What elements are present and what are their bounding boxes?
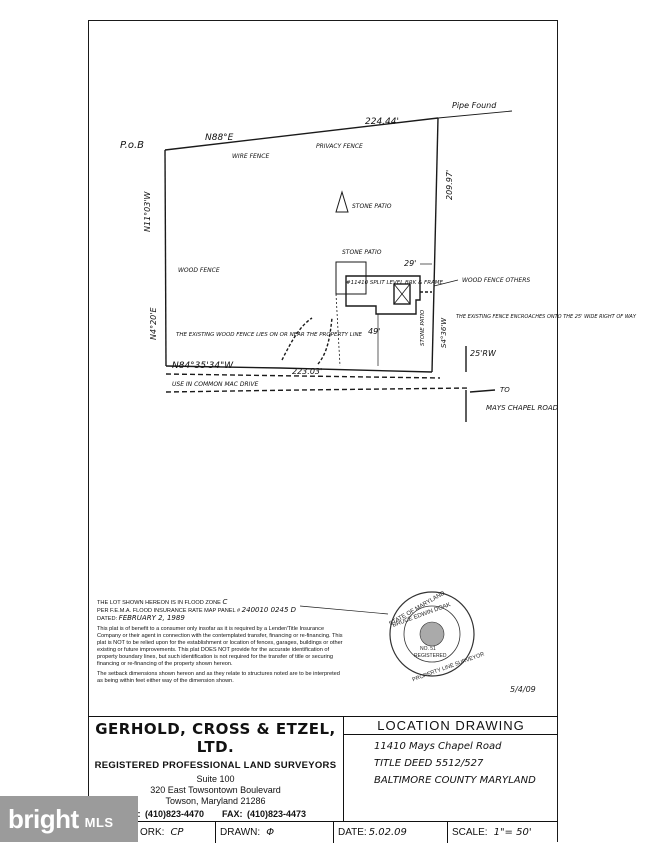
- fence-curve-left: [281, 317, 313, 361]
- to-label: TO: [500, 386, 510, 394]
- seal-leader: [299, 605, 389, 615]
- east-distance: 209.97': [445, 170, 454, 200]
- south-distance: 223.03': [292, 367, 322, 376]
- notes-block: THE LOT SHOWN HEREON IS IN FLOOD ZONE C …: [97, 599, 345, 688]
- setback-note-b: feet either way of the dimension shown.: [135, 678, 234, 684]
- stone-patio-top: STONE PATIO: [352, 203, 392, 210]
- firm-block: GERHOLD, CROSS & ETZEL, LTD. REGISTERED …: [88, 716, 344, 821]
- flood-line1: THE LOT SHOWN HEREON IS IN FLOOD ZONE: [97, 600, 221, 606]
- surveyor-seal: STATE OF MARYLAND BRUCE EDWIN DOAK NO. 5…: [388, 590, 535, 694]
- privacy-fence: PRIVACY FENCE: [316, 143, 363, 150]
- firm-suite: Suite 100: [196, 774, 235, 784]
- road-label: USE IN COMMON MAC DRIVE: [172, 381, 258, 388]
- house-outline: [345, 275, 421, 315]
- disclaimer-paragraph: This plat is of benefit to a consumer on…: [97, 626, 343, 667]
- east-bearing: S4°36'W: [440, 317, 448, 348]
- existing-fence-left: THE EXISTING WOOD FENCE LIES ON OR NEAR …: [176, 332, 363, 338]
- road-edge-north: [165, 373, 441, 379]
- seal-date: 5/4/09: [510, 685, 536, 694]
- work-label: ORK:: [140, 827, 165, 838]
- brand-word: bright: [8, 803, 79, 834]
- title-block: GERHOLD, CROSS & ETZEL, LTD. REGISTERED …: [88, 716, 558, 843]
- scale-cell: SCALE: 1"= 50': [448, 822, 558, 843]
- leader-woodfence: [433, 279, 459, 287]
- work-cell: ORK: CP: [88, 822, 216, 843]
- scale-label: SCALE:: [452, 827, 488, 838]
- existing-fence-right: THE EXISTING FENCE ENCROACHES ONTO THE 2…: [456, 314, 637, 320]
- pipe-found: Pipe Found: [452, 101, 497, 110]
- north-boundary-ext: [437, 110, 513, 119]
- mays-chapel-label: MAYS CHAPEL ROAD: [486, 404, 559, 412]
- west-bearing-lower: N4°20'E: [149, 307, 158, 340]
- fence-curve-right: [317, 317, 333, 365]
- south-bearing: N84°35'34"W: [172, 361, 234, 371]
- south-boundary: [165, 365, 433, 373]
- brightmls-watermark: bright MLS: [0, 796, 138, 842]
- firm-phone: PH: (410)823-4470: [124, 809, 204, 819]
- stone-patio-rect: [335, 261, 367, 295]
- work-value: CP: [170, 827, 184, 838]
- row-width: 25'RW: [470, 349, 497, 358]
- flood-line2: PER F.E.M.A. FLOOD INSURANCE RATE MAP PA…: [97, 608, 241, 614]
- stone-patio-symbol: [335, 190, 349, 213]
- wood-fence-right: WOOD FENCE OTHERS: [462, 277, 530, 284]
- firm-street: 320 East Towsontown Boulevard: [150, 785, 281, 795]
- north-bearing: N88°E: [205, 133, 234, 143]
- title-block-footer: ORK: CP DRAWN: Φ DATE:5.02.09 SCALE: 1"= 50…: [88, 821, 558, 843]
- setback-note-a: The setback dimensions shown hereon and …: [97, 671, 340, 684]
- house-garage: [393, 283, 411, 305]
- location-block: LOCATION DRAWING 11410 Mays Chapel Road …: [344, 716, 558, 821]
- date-cell: DATE:5.02.09: [334, 822, 448, 843]
- drawing-title: LOCATION DRAWING: [344, 717, 558, 735]
- brand-mls: MLS: [84, 814, 114, 830]
- firm-phones: PH: (410)823-4470 FAX: (410)823-4473: [88, 809, 343, 819]
- firm-address: Suite 100 320 East Towsontown Boulevard …: [88, 774, 343, 807]
- garage-x2: [393, 283, 411, 305]
- road-arrow: [469, 389, 496, 393]
- firm-name: GERHOLD, CROSS & ETZEL, LTD.: [95, 720, 336, 756]
- dim-49: 49': [368, 327, 380, 336]
- north-boundary: [164, 117, 439, 151]
- drawing-sheet: [88, 20, 558, 842]
- road-edge-south: [165, 387, 471, 393]
- firm-subtitle: REGISTERED PROFESSIONAL LAND SURVEYORS: [94, 760, 337, 771]
- flood-dated: FEBRUARY 2, 1989: [118, 614, 185, 622]
- wood-fence-left: WOOD FENCE: [178, 267, 220, 274]
- drawn-value: Φ: [266, 827, 275, 838]
- stone-patio-side: STONE PATIO: [420, 309, 426, 346]
- walk-line: [335, 293, 341, 367]
- seal-number: NO. 51: [420, 646, 436, 652]
- west-boundary: [164, 149, 167, 367]
- north-distance: 224.44': [365, 117, 399, 127]
- dim-29: 29': [404, 259, 416, 268]
- location-address: 11410 Mays Chapel Road: [374, 741, 502, 752]
- stone-patio-mid: STONE PATIO: [342, 249, 382, 256]
- east-boundary: [431, 117, 439, 373]
- location-deed: TITLE DEED 5512/527: [374, 758, 484, 769]
- scale-value: 1"= 50': [493, 827, 532, 838]
- dated-label: DATED:: [97, 616, 118, 622]
- wire-fence: WIRE FENCE: [232, 153, 269, 160]
- location-county: BALTIMORE COUNTY MARYLAND: [374, 775, 536, 786]
- por-label: P.o.B: [120, 140, 144, 151]
- drawn-label: DRAWN:: [220, 827, 261, 838]
- drawn-cell: DRAWN: Φ: [216, 822, 334, 843]
- seal-registered: REGISTERED: [414, 653, 447, 659]
- date-label: DATE:: [338, 827, 367, 838]
- house-label: #11410 SPLIT LEVEL BRK & FRAME: [346, 280, 444, 286]
- west-bearing-upper: N11°03'W: [143, 190, 152, 232]
- flood-panel: 240010 0245 D: [241, 606, 297, 614]
- firm-city: Towson, Maryland 21286: [165, 796, 266, 806]
- firm-fax: FAX: (410)823-4473: [222, 809, 307, 819]
- flood-zone: C: [222, 598, 228, 606]
- date-value: 5.02.09: [368, 827, 407, 838]
